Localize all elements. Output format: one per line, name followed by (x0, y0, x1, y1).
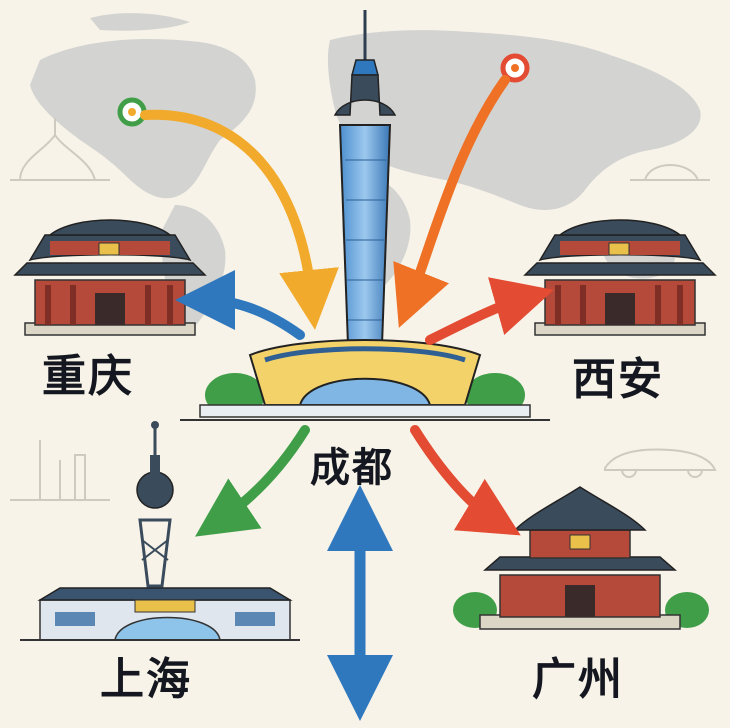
temple-icon (453, 486, 709, 630)
pearl-tower-icon (20, 421, 300, 641)
city-label-xian: 西安 (572, 354, 664, 405)
arrow-yellow-inbound (140, 109, 339, 330)
city-label-guangzhou: 广州 (532, 654, 624, 705)
temple-icon (13, 219, 207, 336)
arrow-red-to-xian (425, 277, 554, 345)
tv-tower-icon (180, 10, 550, 421)
arrow-orange-inbound (393, 75, 510, 328)
city-label-chengdu: 成都 (310, 445, 394, 491)
origin-marker-icon (500, 53, 530, 83)
arrow-green-to-shanghai (195, 425, 310, 537)
temple-icon (523, 219, 717, 336)
background-sketches (10, 118, 717, 501)
origin-marker-icon (117, 97, 147, 127)
city-label-shanghai: 上海 (100, 654, 192, 705)
arrow-red-to-guangzhou (410, 425, 521, 536)
city-label-chongqing: 重庆 (42, 351, 134, 402)
arrow-blue-to-chongqing (175, 270, 305, 340)
